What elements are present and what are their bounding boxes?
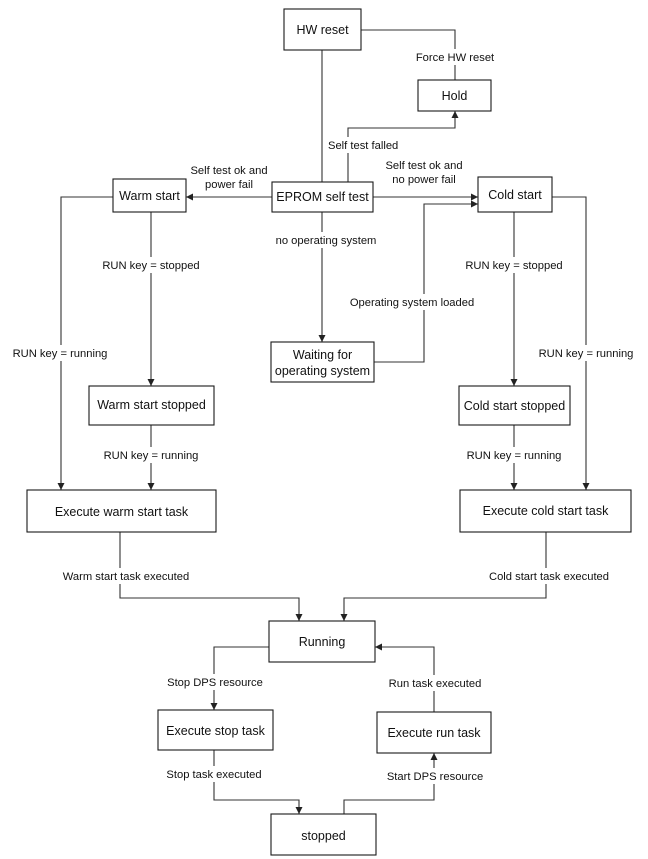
svg-text:Cold start stopped: Cold start stopped <box>464 399 565 413</box>
edge-warmstart-execwarm <box>57 196 113 490</box>
state-warm-start: Warm start <box>112 178 187 213</box>
svg-text:Stop DPS resource: Stop DPS resource <box>167 677 263 689</box>
svg-text:RUN key = running: RUN key = running <box>467 450 562 462</box>
svg-text:Warm start task executed: Warm start task executed <box>63 571 189 583</box>
svg-text:Hold: Hold <box>442 89 468 103</box>
svg-text:Self test ok and: Self test ok and <box>385 160 462 172</box>
label-cold-start-task-executed: Cold start task executed <box>479 568 619 584</box>
label-stop-dps-resource: Stop DPS resource <box>162 674 268 690</box>
svg-text:RUN key = running: RUN key = running <box>104 450 199 462</box>
svg-text:Running: Running <box>299 635 346 649</box>
state-eprom-self-test: EPROM self test <box>271 181 374 213</box>
label-stop-task-executed: Stop task executed <box>160 766 268 782</box>
label-no-operating-system: no operating system <box>270 232 382 248</box>
svg-text:Operating system loaded: Operating system loaded <box>350 297 474 309</box>
edge-execwarm-running <box>119 532 303 621</box>
state-execute-warm-start-task: Execute warm start task <box>26 489 217 533</box>
svg-text:Self test falled: Self test falled <box>328 140 398 152</box>
edge-eprom-hold <box>347 111 459 182</box>
svg-text:stopped: stopped <box>301 829 346 843</box>
state-warm-start-stopped: Warm start stopped <box>88 385 215 426</box>
svg-text:Execute stop task: Execute stop task <box>166 724 265 738</box>
svg-text:EPROM self test: EPROM self test <box>276 190 369 204</box>
svg-text:HW reset: HW reset <box>296 23 349 37</box>
label-cold-run-key-running: RUN key = running <box>459 447 569 463</box>
svg-text:Self test ok and: Self test ok and <box>190 165 267 177</box>
state-hold: Hold <box>417 79 492 112</box>
svg-text:RUN key = stopped: RUN key = stopped <box>102 260 199 272</box>
svg-text:RUN key = stopped: RUN key = stopped <box>465 260 562 272</box>
label-self-test-failed: Self test falled <box>326 137 414 153</box>
edge-execcold-running <box>340 532 547 621</box>
state-hw-reset: HW reset <box>283 8 362 51</box>
label-self-test-ok-no-power-fail: Self test ok and no power fail <box>385 160 462 186</box>
edge-coldstart-execcold <box>552 196 590 490</box>
svg-text:Force HW reset: Force HW reset <box>416 52 495 64</box>
label-warm-start-task-executed: Warm start task executed <box>55 568 195 584</box>
svg-text:Stop task executed: Stop task executed <box>166 769 261 781</box>
label-cold-run-key-running-direct: RUN key = running <box>531 345 641 361</box>
svg-text:no power fail: no power fail <box>392 174 455 186</box>
svg-text:power fail: power fail <box>205 179 253 191</box>
label-run-task-executed: Run task executed <box>383 675 487 691</box>
state-execute-run-task: Execute run task <box>376 711 492 754</box>
label-warm-run-key-running-direct: RUN key = running <box>6 345 116 361</box>
svg-text:Warm start: Warm start <box>119 189 180 203</box>
svg-text:RUN key = running: RUN key = running <box>13 348 108 360</box>
svg-text:no operating system: no operating system <box>276 235 377 247</box>
state-cold-start-stopped: Cold start stopped <box>458 385 571 426</box>
state-running: Running <box>268 620 376 663</box>
state-execute-stop-task: Execute stop task <box>157 709 274 751</box>
svg-text:operating system: operating system <box>275 364 370 378</box>
svg-text:Start DPS resource: Start DPS resource <box>387 771 483 783</box>
state-waiting-for-operating-system: Waiting for operating system <box>270 341 375 383</box>
state-execute-cold-start-task: Execute cold start task <box>459 489 632 533</box>
svg-text:Warm start stopped: Warm start stopped <box>97 398 206 412</box>
state-cold-start: Cold start <box>477 176 553 213</box>
svg-text:Cold start task executed: Cold start task executed <box>489 571 609 583</box>
state-stopped: stopped <box>270 813 377 856</box>
svg-text:Run task executed: Run task executed <box>389 678 482 690</box>
edge-waiting-coldstart <box>374 200 478 363</box>
label-force-hw-reset: Force HW reset <box>407 49 503 65</box>
svg-text:Execute cold start task: Execute cold start task <box>483 504 610 518</box>
label-cold-run-key-stopped: RUN key = stopped <box>459 257 569 273</box>
label-warm-run-key-stopped: RUN key = stopped <box>96 257 206 273</box>
svg-text:Waiting for: Waiting for <box>293 348 352 362</box>
label-self-test-ok-power-fail: Self test ok and power fail <box>190 165 267 191</box>
svg-text:RUN key = running: RUN key = running <box>539 348 634 360</box>
svg-text:Execute run task: Execute run task <box>387 726 481 740</box>
svg-text:Execute warm start task: Execute warm start task <box>55 505 189 519</box>
svg-text:Cold start: Cold start <box>488 188 542 202</box>
label-warm-run-key-running: RUN key = running <box>96 447 206 463</box>
label-operating-system-loaded: Operating system loaded <box>343 294 481 310</box>
label-start-dps-resource: Start DPS resource <box>381 768 489 784</box>
